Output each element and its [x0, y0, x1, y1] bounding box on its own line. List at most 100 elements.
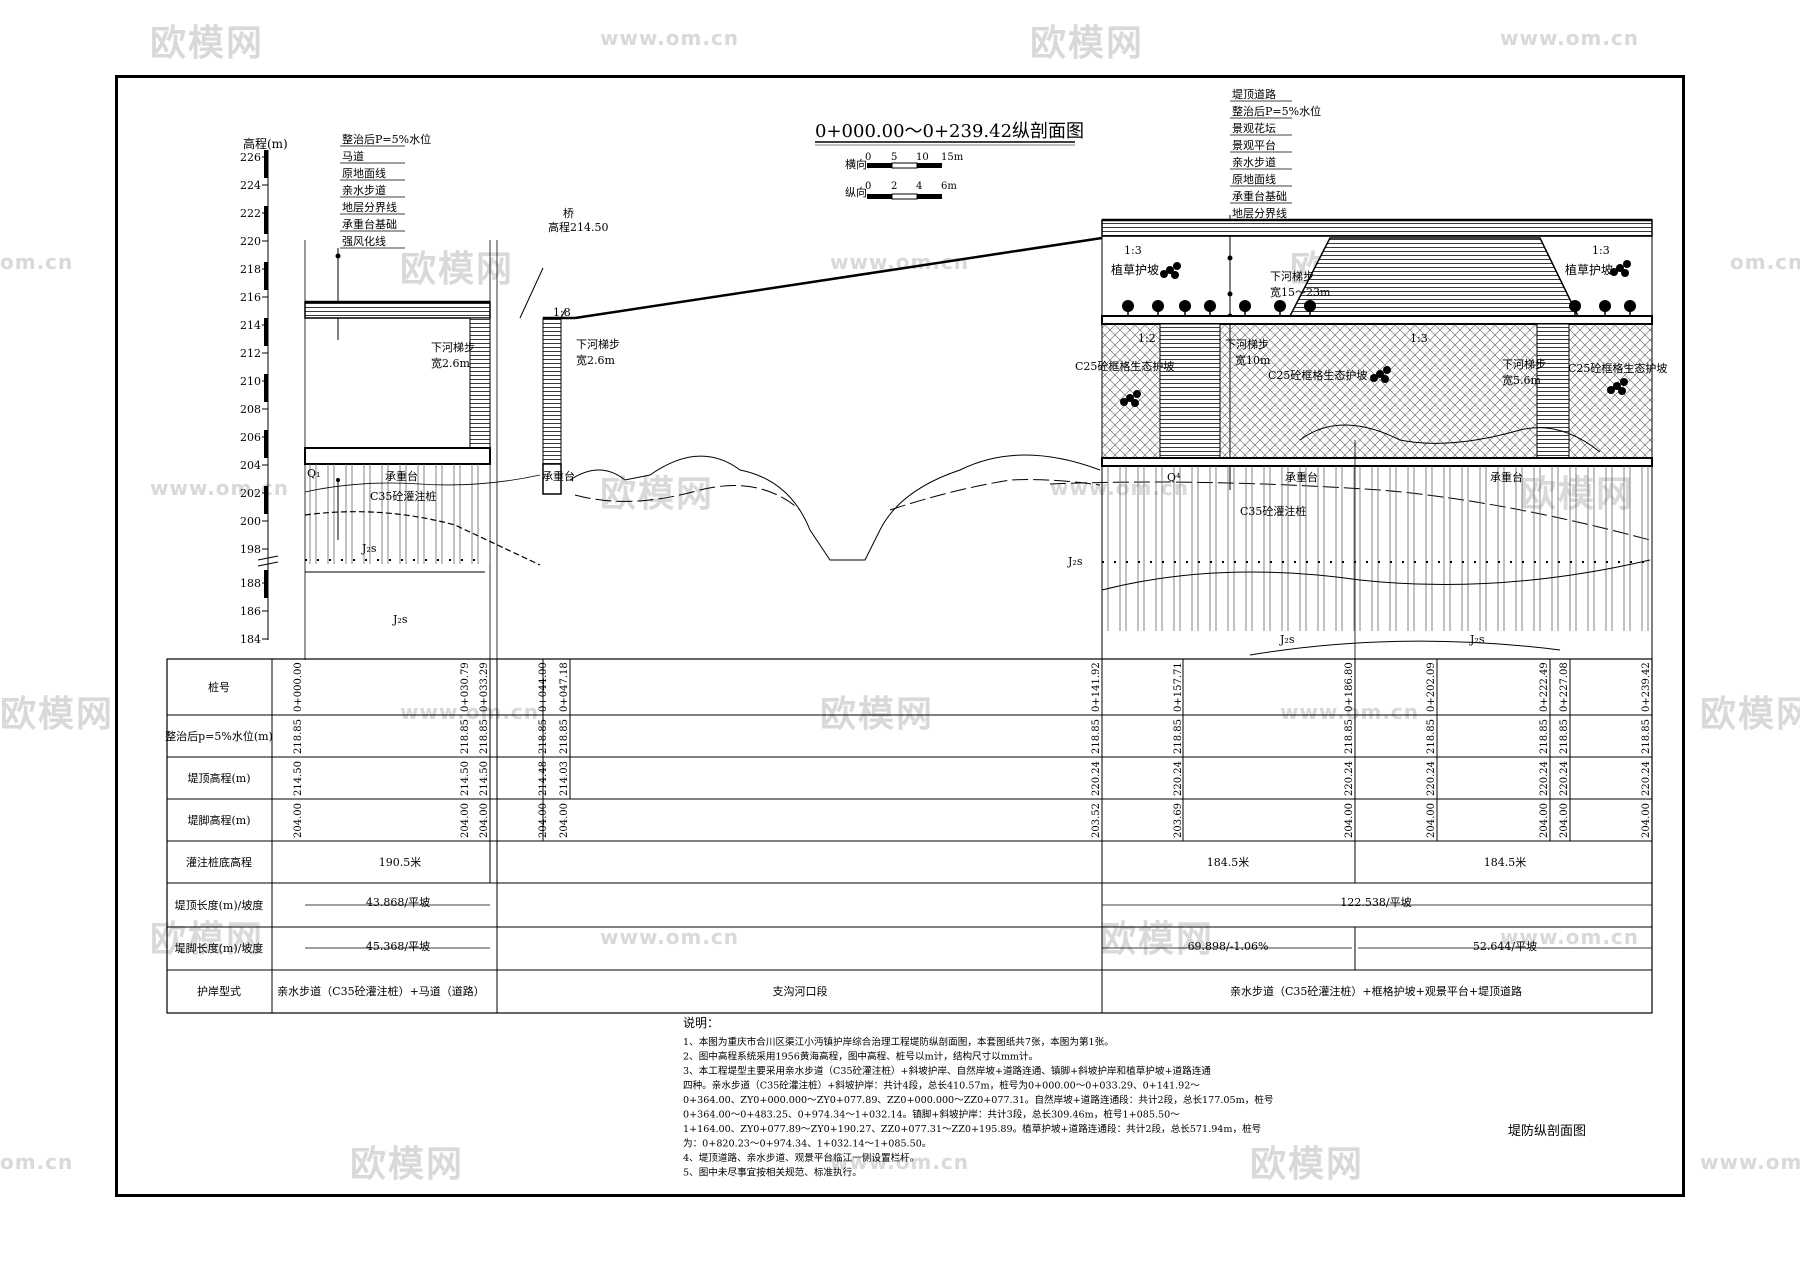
revetment-type: 亲水步道（C35砼灌注桩）+马道（道路）	[277, 984, 485, 998]
shrub-icon	[1166, 266, 1174, 274]
crest-value: 220.24	[1426, 761, 1437, 796]
table-row-label: 整治后p=5%水位(m)	[165, 729, 273, 743]
toe-value: 204.00	[1344, 803, 1355, 838]
platform-label: 承重台	[1285, 470, 1318, 484]
scale-v-tick: 2	[891, 181, 897, 192]
station-value: 0+202.09	[1426, 662, 1437, 712]
toe-value: 204.00	[1426, 803, 1437, 838]
toe-value: 204.00	[1641, 803, 1652, 838]
shrub-icon	[1160, 270, 1168, 278]
crest-value: 214.50	[479, 761, 490, 796]
stratum-label: J₂s	[361, 542, 377, 555]
toe-value: 204.00	[1539, 803, 1550, 838]
slope-label: 1:8	[553, 306, 571, 319]
note-line: 3、本工程堤型主要采用亲水步道（C35砼灌注桩）+斜坡护岸、自然岸坡+道路连通、…	[683, 1065, 1211, 1077]
shrub-icon	[1616, 264, 1624, 272]
toe-value: 204.00	[293, 803, 304, 838]
crest-value: 220.24	[1559, 761, 1570, 796]
water-level-value: 218.85	[1539, 719, 1550, 754]
toe-length-value: 52.644/平坡	[1473, 940, 1537, 953]
legend-item: 堤顶道路	[1232, 87, 1276, 101]
scale-h-label: 横向	[845, 157, 867, 171]
water-level-value: 218.85	[1641, 719, 1652, 754]
shrub-icon	[1120, 398, 1128, 406]
shrub-icon	[1618, 387, 1626, 395]
bridge-elev: 高程214.50	[548, 220, 609, 234]
pile-label: C35砼灌注桩	[1240, 504, 1306, 518]
slope-label: 1:3	[1124, 244, 1142, 257]
axis-tick-label: 218	[240, 263, 261, 276]
crest-value: 220.24	[1173, 761, 1184, 796]
axis-tick-label: 222	[240, 207, 261, 220]
crest-value: 220.24	[1641, 761, 1652, 796]
stratum-label: J₂s	[1279, 633, 1295, 646]
q1-label: Q₁	[307, 467, 320, 480]
shrub-icon	[1370, 374, 1378, 382]
revetment-type: 支沟河口段	[773, 984, 828, 998]
stair-width: 宽2.6m	[431, 356, 470, 370]
drawing-frame	[115, 75, 1685, 1197]
axis-tick-label: 214	[240, 319, 261, 332]
toe-value: 204.00	[538, 803, 549, 838]
note-line: 0+364.00、ZY0+000.000～ZY0+077.89、ZZ0+000.…	[683, 1094, 1273, 1106]
crest-length-value: 43.868/平坡	[366, 896, 430, 909]
stair-label: 下河梯步	[576, 338, 620, 351]
shrub-icon	[1623, 260, 1631, 268]
scale-h-tick: 10	[916, 152, 929, 163]
water-level-value: 218.85	[559, 719, 570, 754]
crest-value: 214.50	[293, 761, 304, 796]
q4-label: Q⁴	[1167, 471, 1181, 484]
legend-item: 强风化线	[342, 234, 386, 248]
table-row-label: 堤脚长度(m)/坡度	[175, 941, 264, 955]
stair-label: 下河梯步	[1225, 338, 1269, 351]
stair-label: 下河梯步	[431, 341, 475, 354]
table-row-label: 堤脚高程(m)	[187, 813, 250, 827]
crest-value: 220.24	[1344, 761, 1355, 796]
axis-tick-label: 188	[240, 577, 261, 590]
scale-v-tick: 4	[916, 181, 922, 192]
station-value: 0+033.29	[479, 662, 490, 712]
table-row-label: 堤顶长度(m)/坡度	[175, 898, 264, 912]
shrub-icon	[1376, 370, 1384, 378]
station-value: 0+239.42	[1641, 662, 1652, 712]
axis-tick-label: 210	[240, 375, 261, 388]
grass-label: 植草护坡	[1565, 262, 1613, 277]
legend-item: 原地面线	[342, 166, 386, 180]
stratum-label: J₂s	[392, 613, 408, 626]
legend-item: 原地面线	[1232, 172, 1276, 186]
frame-slope-label: C25砼框格生态护坡	[1268, 368, 1367, 382]
note-line: 1、本图为重庆市合川区渠江小沔镇护岸综合治理工程堤防纵剖面图，本套图纸共7张，本…	[683, 1036, 1114, 1048]
toe-value: 203.69	[1173, 803, 1184, 838]
axis-tick-label: 212	[240, 347, 261, 360]
axis-tick-label: 186	[240, 605, 261, 618]
axis-tick-label: 224	[240, 179, 261, 192]
legend-item: 地层分界线	[342, 200, 397, 214]
legend-item: 承重台基础	[1232, 189, 1287, 203]
axis-tick-label: 202	[240, 487, 261, 500]
grass-label: 植草护坡	[1111, 262, 1159, 277]
toe-value: 204.00	[460, 803, 471, 838]
revetment-type: 亲水步道（C35砼灌注桩）+框格护坡+观景平台+堤顶道路	[1230, 984, 1522, 998]
toe-length-value: 45.368/平坡	[366, 940, 430, 953]
station-value: 0+157.71	[1173, 662, 1184, 712]
note-line: 0+364.00～0+483.25、0+974.34～1+032.14。镇脚+斜…	[683, 1109, 1180, 1121]
crest-length-value: 122.538/平坡	[1340, 896, 1411, 909]
shrub-icon	[1613, 382, 1621, 390]
pile-label: C35砼灌注桩	[370, 489, 436, 503]
water-level-value: 218.85	[538, 719, 549, 754]
water-level-value: 218.85	[1344, 719, 1355, 754]
table-row-label: 桩号	[208, 680, 230, 694]
platform-label: 承重台	[1490, 470, 1523, 484]
stair-label: 下河梯步	[1270, 270, 1314, 283]
shrub-icon	[1171, 271, 1179, 279]
table-row-label: 护岸型式	[197, 984, 241, 998]
legend-item: 亲水步道	[342, 183, 386, 197]
stratum-label: J₂s	[1469, 633, 1485, 646]
shrub-icon	[1173, 262, 1181, 270]
platform-label: 承重台	[385, 469, 418, 483]
water-level-value: 218.85	[293, 719, 304, 754]
shrub-icon	[1621, 269, 1629, 277]
toe-value: 204.00	[479, 803, 490, 838]
legend-item: 承重台基础	[342, 217, 397, 231]
notes-title: 说明：	[683, 1015, 719, 1030]
